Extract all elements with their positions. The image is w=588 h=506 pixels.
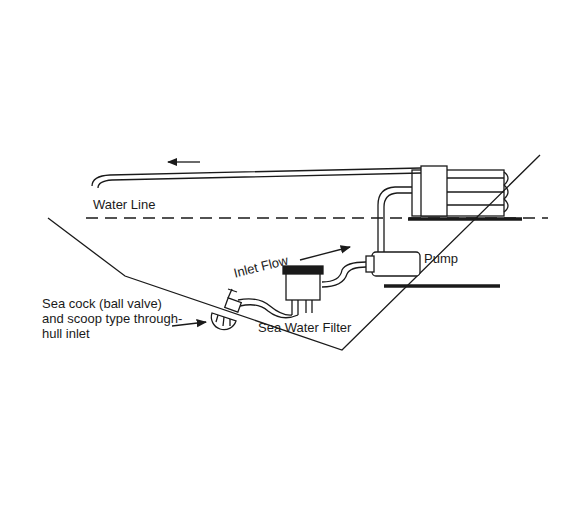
filter-stem (305, 300, 306, 313)
intake-hose (240, 305, 298, 318)
condenser-rib (447, 177, 504, 178)
pump-outlet-hose (378, 187, 412, 252)
flow-label: Inlet Flow (232, 253, 290, 281)
engine-shelf (408, 217, 522, 221)
sea-cock-handle (228, 289, 237, 292)
scoop-inlet (211, 313, 236, 330)
condenser-block (421, 166, 447, 216)
condenser-rib (447, 191, 504, 192)
pump-body (372, 252, 420, 276)
filter-stem (311, 300, 312, 313)
flow-arrow (168, 161, 200, 162)
pump-outlet-hose (384, 193, 412, 252)
pump-shelf (384, 284, 500, 288)
condenser-rib (447, 204, 504, 205)
filter-stem (291, 300, 292, 315)
filter-stem (297, 300, 298, 315)
filter-body (286, 274, 320, 300)
outlet-hose (98, 173, 421, 188)
flow-arrow (300, 247, 350, 260)
water-line-label: Water Line (93, 197, 155, 212)
water-line (86, 217, 548, 218)
sea-cock (225, 298, 242, 312)
condenser-coil (504, 172, 508, 212)
part-label: Pump (424, 251, 458, 266)
intake-hose (238, 299, 292, 315)
pump-head (366, 256, 374, 272)
part-label: Sea Water Filter (258, 320, 351, 335)
part-label: Sea cock (ball valve) and scoop type thr… (42, 296, 184, 341)
inlet-hose (322, 267, 366, 287)
scoop-grate (216, 315, 230, 326)
